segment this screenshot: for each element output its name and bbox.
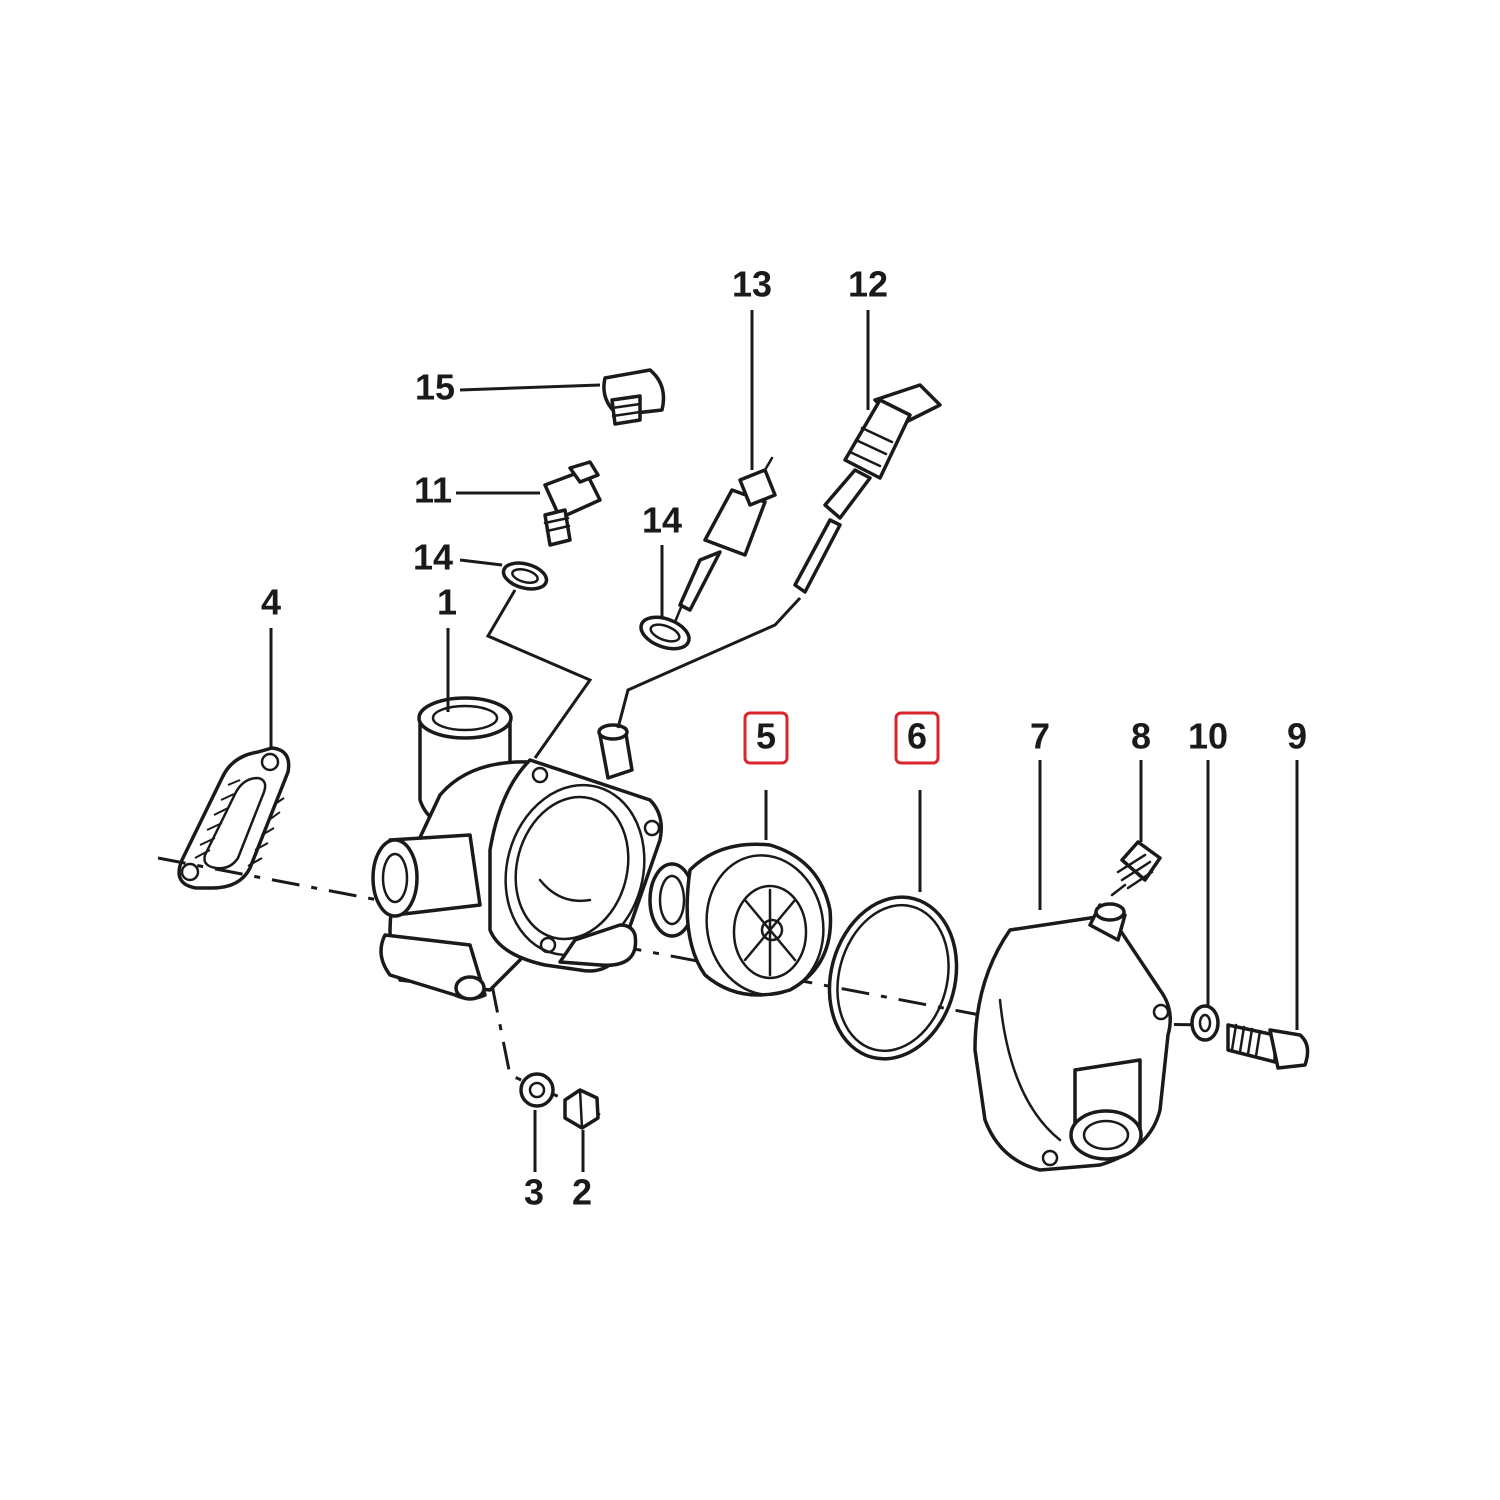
callout-leader-lines xyxy=(269,310,1299,1172)
callout-label-9: 9 xyxy=(1287,716,1307,757)
callout-label-4: 4 xyxy=(261,582,281,623)
callout-label-11: 11 xyxy=(414,470,452,511)
gasket-part-4 xyxy=(177,746,291,890)
callout-label-7: 7 xyxy=(1030,716,1050,757)
callout-labels: 1 2 3 4 5 6 7 8 9 10 11 12 13 14 14 15 xyxy=(261,264,1307,1213)
callout-label-14-right: 14 xyxy=(642,500,682,541)
callout-label-6[interactable]: 6 xyxy=(907,716,927,757)
callout-label-14-left: 14 xyxy=(413,537,453,578)
thermostat-part-5 xyxy=(648,842,833,997)
housing-cover-part-7 xyxy=(973,902,1172,1172)
routing-line-part-12 xyxy=(616,596,802,729)
callout-label-10: 10 xyxy=(1188,716,1228,757)
callout-5-highlight-box xyxy=(743,711,789,765)
callout-label-15: 15 xyxy=(415,367,455,408)
temperature-sensor-part-13 xyxy=(673,456,777,624)
callout-label-12: 12 xyxy=(848,264,888,305)
sealing-ring-part-14-right xyxy=(639,615,691,651)
temperature-sender-part-11 xyxy=(543,460,602,547)
nut-part-2 xyxy=(563,1088,600,1130)
washer-part-10 xyxy=(1190,1004,1220,1042)
callout-label-1: 1 xyxy=(437,582,457,623)
washer-part-3 xyxy=(519,1072,555,1108)
callout-label-2: 2 xyxy=(572,1172,592,1213)
o-ring-part-6 xyxy=(827,895,959,1061)
screw-plug-part-15 xyxy=(602,368,666,426)
callout-label-13: 13 xyxy=(732,264,772,305)
bolt-axis-line xyxy=(999,1020,1211,1027)
routing-line-part-14-left xyxy=(485,589,593,759)
callout-6-highlight-box xyxy=(894,711,940,765)
coolant-sensor-part-12 xyxy=(793,383,942,594)
thermostat-housing-part-1 xyxy=(371,696,663,1001)
bolt-part-9 xyxy=(1226,1023,1310,1070)
callout-label-5[interactable]: 5 xyxy=(756,716,776,757)
callout-label-8: 8 xyxy=(1131,716,1151,757)
bleed-screw-part-8 xyxy=(1110,840,1162,897)
sealing-ring-part-14-left xyxy=(501,561,549,591)
callout-label-3: 3 xyxy=(524,1172,544,1213)
